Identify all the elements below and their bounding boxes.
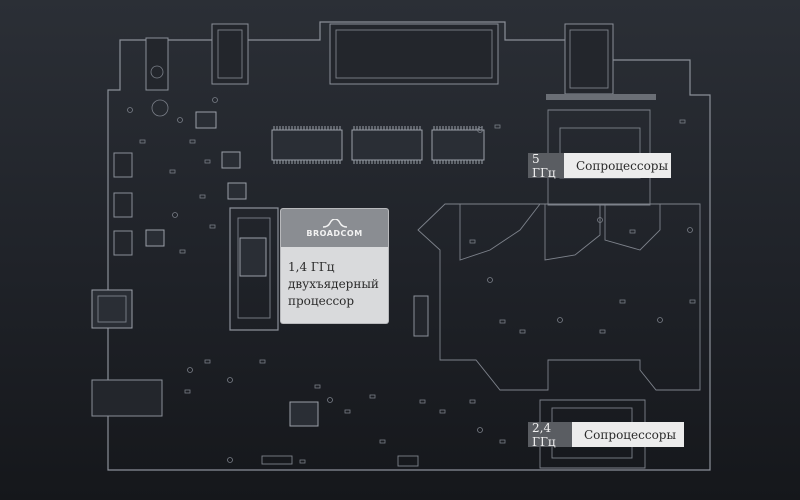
- cpu-description: 1,4 ГГц двухъядерный процессор: [281, 247, 388, 310]
- broadcom-logo: BROADCOM: [306, 218, 363, 238]
- broadcom-logo-band: BROADCOM: [281, 209, 388, 247]
- coprocessor-5ghz-name: Сопроцессоры: [564, 153, 671, 178]
- cpu-core-type: двухъядерный: [288, 277, 379, 291]
- coprocessor-24ghz-label: 2,4 ГГц Сопроцессоры: [528, 421, 684, 449]
- coprocessor-24ghz-name: Сопроцессоры: [572, 422, 684, 447]
- cpu-frequency: 1,4 ГГц: [288, 260, 335, 274]
- broadcom-wave-icon: [322, 218, 347, 228]
- broadcom-logo-text: BROADCOM: [306, 228, 363, 238]
- coprocessor-5ghz-label: 5 ГГц Сопроцессоры: [528, 152, 671, 180]
- cpu-callout: BROADCOM 1,4 ГГц двухъядерный процессор: [281, 209, 388, 323]
- cpu-type: процессор: [288, 294, 355, 308]
- coprocessor-24ghz-frequency: 2,4 ГГц: [528, 421, 572, 449]
- coprocessor-5ghz-frequency: 5 ГГц: [528, 152, 564, 180]
